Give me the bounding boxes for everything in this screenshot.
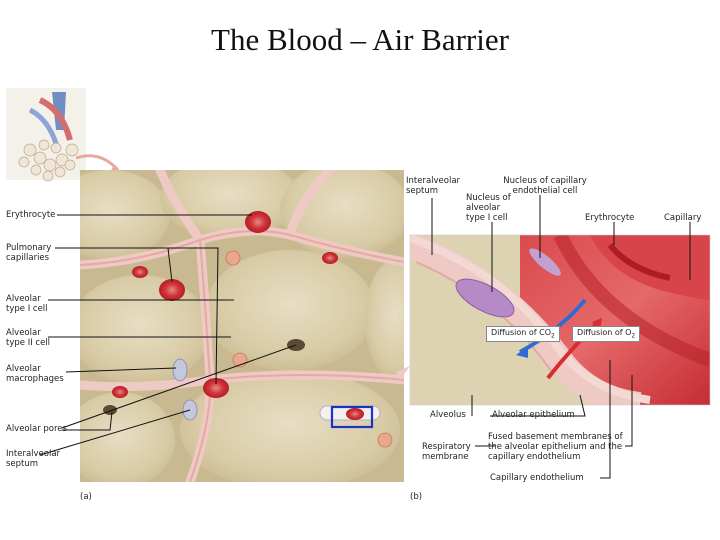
label-alveolar-macrophages: Alveolar macrophages xyxy=(6,364,64,384)
lung-lobule-icon xyxy=(6,88,120,182)
label-erythrocyte-a: Erythrocyte xyxy=(6,210,56,220)
label-interalveolar-septum-b: Interalveolar septum xyxy=(406,176,461,196)
label-nucleus-capillary: Nucleus of capillary endothelial cell xyxy=(503,176,587,196)
label-interalveolar-septum-a: Interalveolar septum xyxy=(6,449,61,469)
label-fused-basement-membranes: Fused basement membranes of the alveolar… xyxy=(488,432,623,462)
label-alveolar-type-1: Alveolar type I cell xyxy=(6,294,48,314)
leader-lines-a xyxy=(39,214,297,456)
label-diffusion-co2: Diffusion of CO2 xyxy=(486,326,560,342)
panel-a-label: (a) xyxy=(80,492,92,502)
label-erythrocyte-b: Erythrocyte xyxy=(585,213,635,223)
panel-b-illustration xyxy=(410,235,710,405)
label-alveolar-epithelium: Alveolar epithelium xyxy=(492,410,575,420)
label-respiratory-membrane: Respiratory membrane xyxy=(422,442,471,462)
label-capillary: Capillary xyxy=(664,213,702,223)
label-alveolar-type-2: Alveolar type II cell xyxy=(6,328,51,348)
panel-b-label: (b) xyxy=(410,492,423,502)
label-alveolus: Alveolus xyxy=(430,410,466,420)
label-capillary-endothelium: Capillary endothelium xyxy=(490,473,584,483)
leader-lines-b xyxy=(431,195,691,479)
zoom-highlight-box xyxy=(330,405,374,429)
page-title: The Blood – Air Barrier xyxy=(211,22,509,57)
label-nucleus-alveolar: Nucleus of alveolar type I cell xyxy=(466,193,511,223)
label-alveolar-pores: Alveolar pores xyxy=(6,424,67,434)
label-pulmonary-capillaries: Pulmonary capillaries xyxy=(6,243,52,263)
panel-a-illustration xyxy=(80,170,404,482)
label-diffusion-o2: Diffusion of O2 xyxy=(572,326,641,342)
